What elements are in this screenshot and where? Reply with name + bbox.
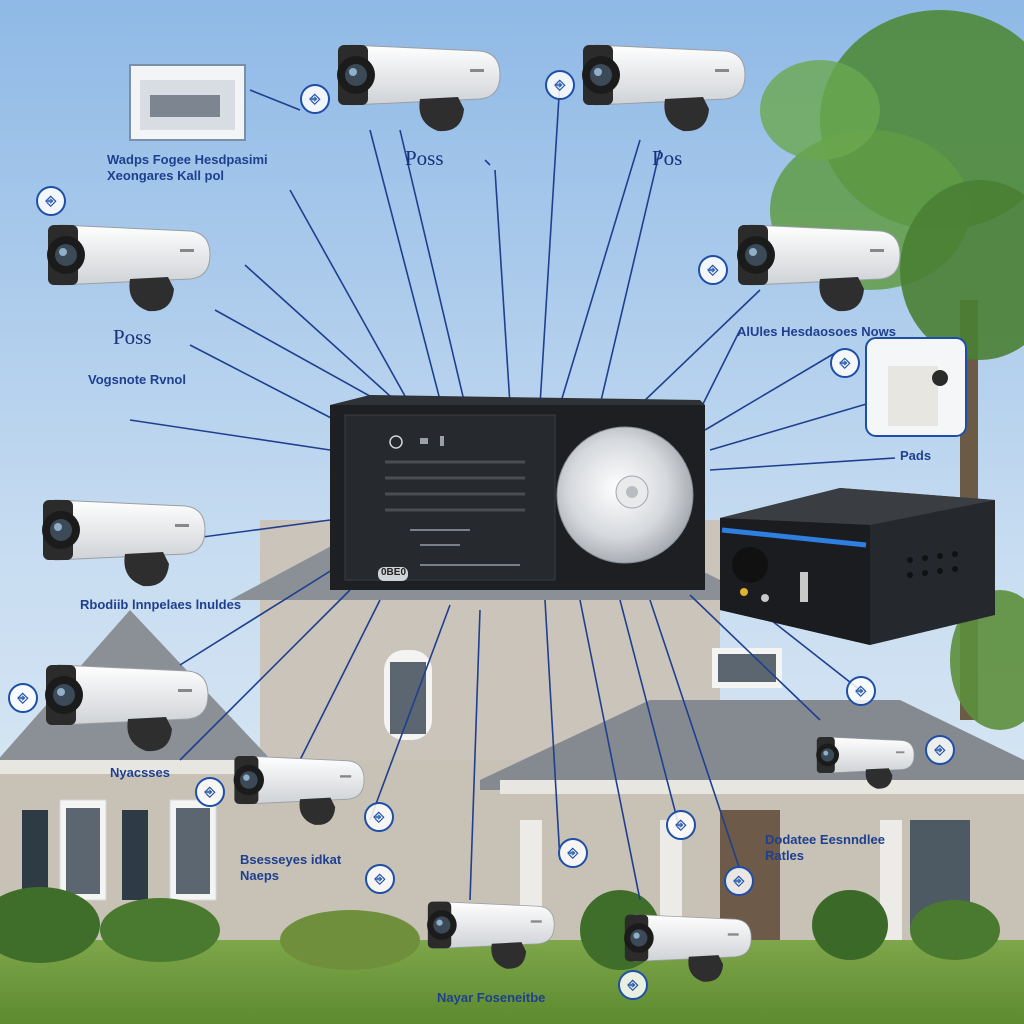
label-center-left-lower: Bsesseyes idkat Naeps bbox=[240, 852, 342, 883]
label-badge-icon: ⎆ bbox=[36, 186, 66, 216]
label-badge-icon: ⎆ bbox=[925, 735, 955, 765]
nvr-box-icon bbox=[720, 488, 995, 645]
label-pos-left: Poss bbox=[113, 325, 152, 349]
label-badge-icon: ⎆ bbox=[545, 70, 575, 100]
caption-top-left: Wadps Fogee Hesdpasimi Xeongares Kall po… bbox=[107, 152, 268, 183]
tree-icon bbox=[760, 10, 1024, 730]
label-left-lower: Nyacsses bbox=[110, 765, 170, 780]
disc-platter-icon bbox=[556, 426, 694, 564]
label-right-lower: Dodatee Eesnndlee Ratles bbox=[765, 832, 885, 863]
label-left-middle: Rbodiib lnnpelaes lnuldes bbox=[80, 597, 242, 612]
label-badge-icon: ⎆ bbox=[618, 970, 648, 1000]
device-thumbnail bbox=[129, 64, 246, 141]
label-badge-icon: ⎆ bbox=[364, 802, 394, 832]
label-badge-icon: ⎆ bbox=[666, 810, 696, 840]
dvr-front-label: 0BE0 bbox=[381, 567, 407, 578]
label-badge-icon: ⎆ bbox=[698, 255, 728, 285]
label-badge-icon: ⎆ bbox=[724, 866, 754, 896]
label-badge-icon: ⎆ bbox=[846, 676, 876, 706]
camera-wires bbox=[129, 79, 896, 901]
label-badge-icon: ⎆ bbox=[365, 864, 395, 894]
label-badge-icon: ⎆ bbox=[558, 838, 588, 868]
label-right-upper: AlUles Hesdaosoes Nows bbox=[737, 324, 896, 339]
label-badge-icon: ⎆ bbox=[830, 348, 860, 378]
device-thumbnail-right bbox=[865, 337, 967, 437]
label-bottom-center: Nayar Foseneitbe bbox=[437, 990, 546, 1005]
label-pos-top-center: Poss bbox=[405, 146, 444, 170]
label-badge-icon: ⎆ bbox=[195, 777, 225, 807]
label-badge-icon: ⎆ bbox=[300, 84, 330, 114]
label-right-small: Pads bbox=[900, 448, 932, 463]
label-badge-icon: ⎆ bbox=[8, 683, 38, 713]
label-left-small: Vogsnote Rvnol bbox=[88, 372, 186, 387]
label-pos-top-right: Pos bbox=[652, 146, 683, 170]
